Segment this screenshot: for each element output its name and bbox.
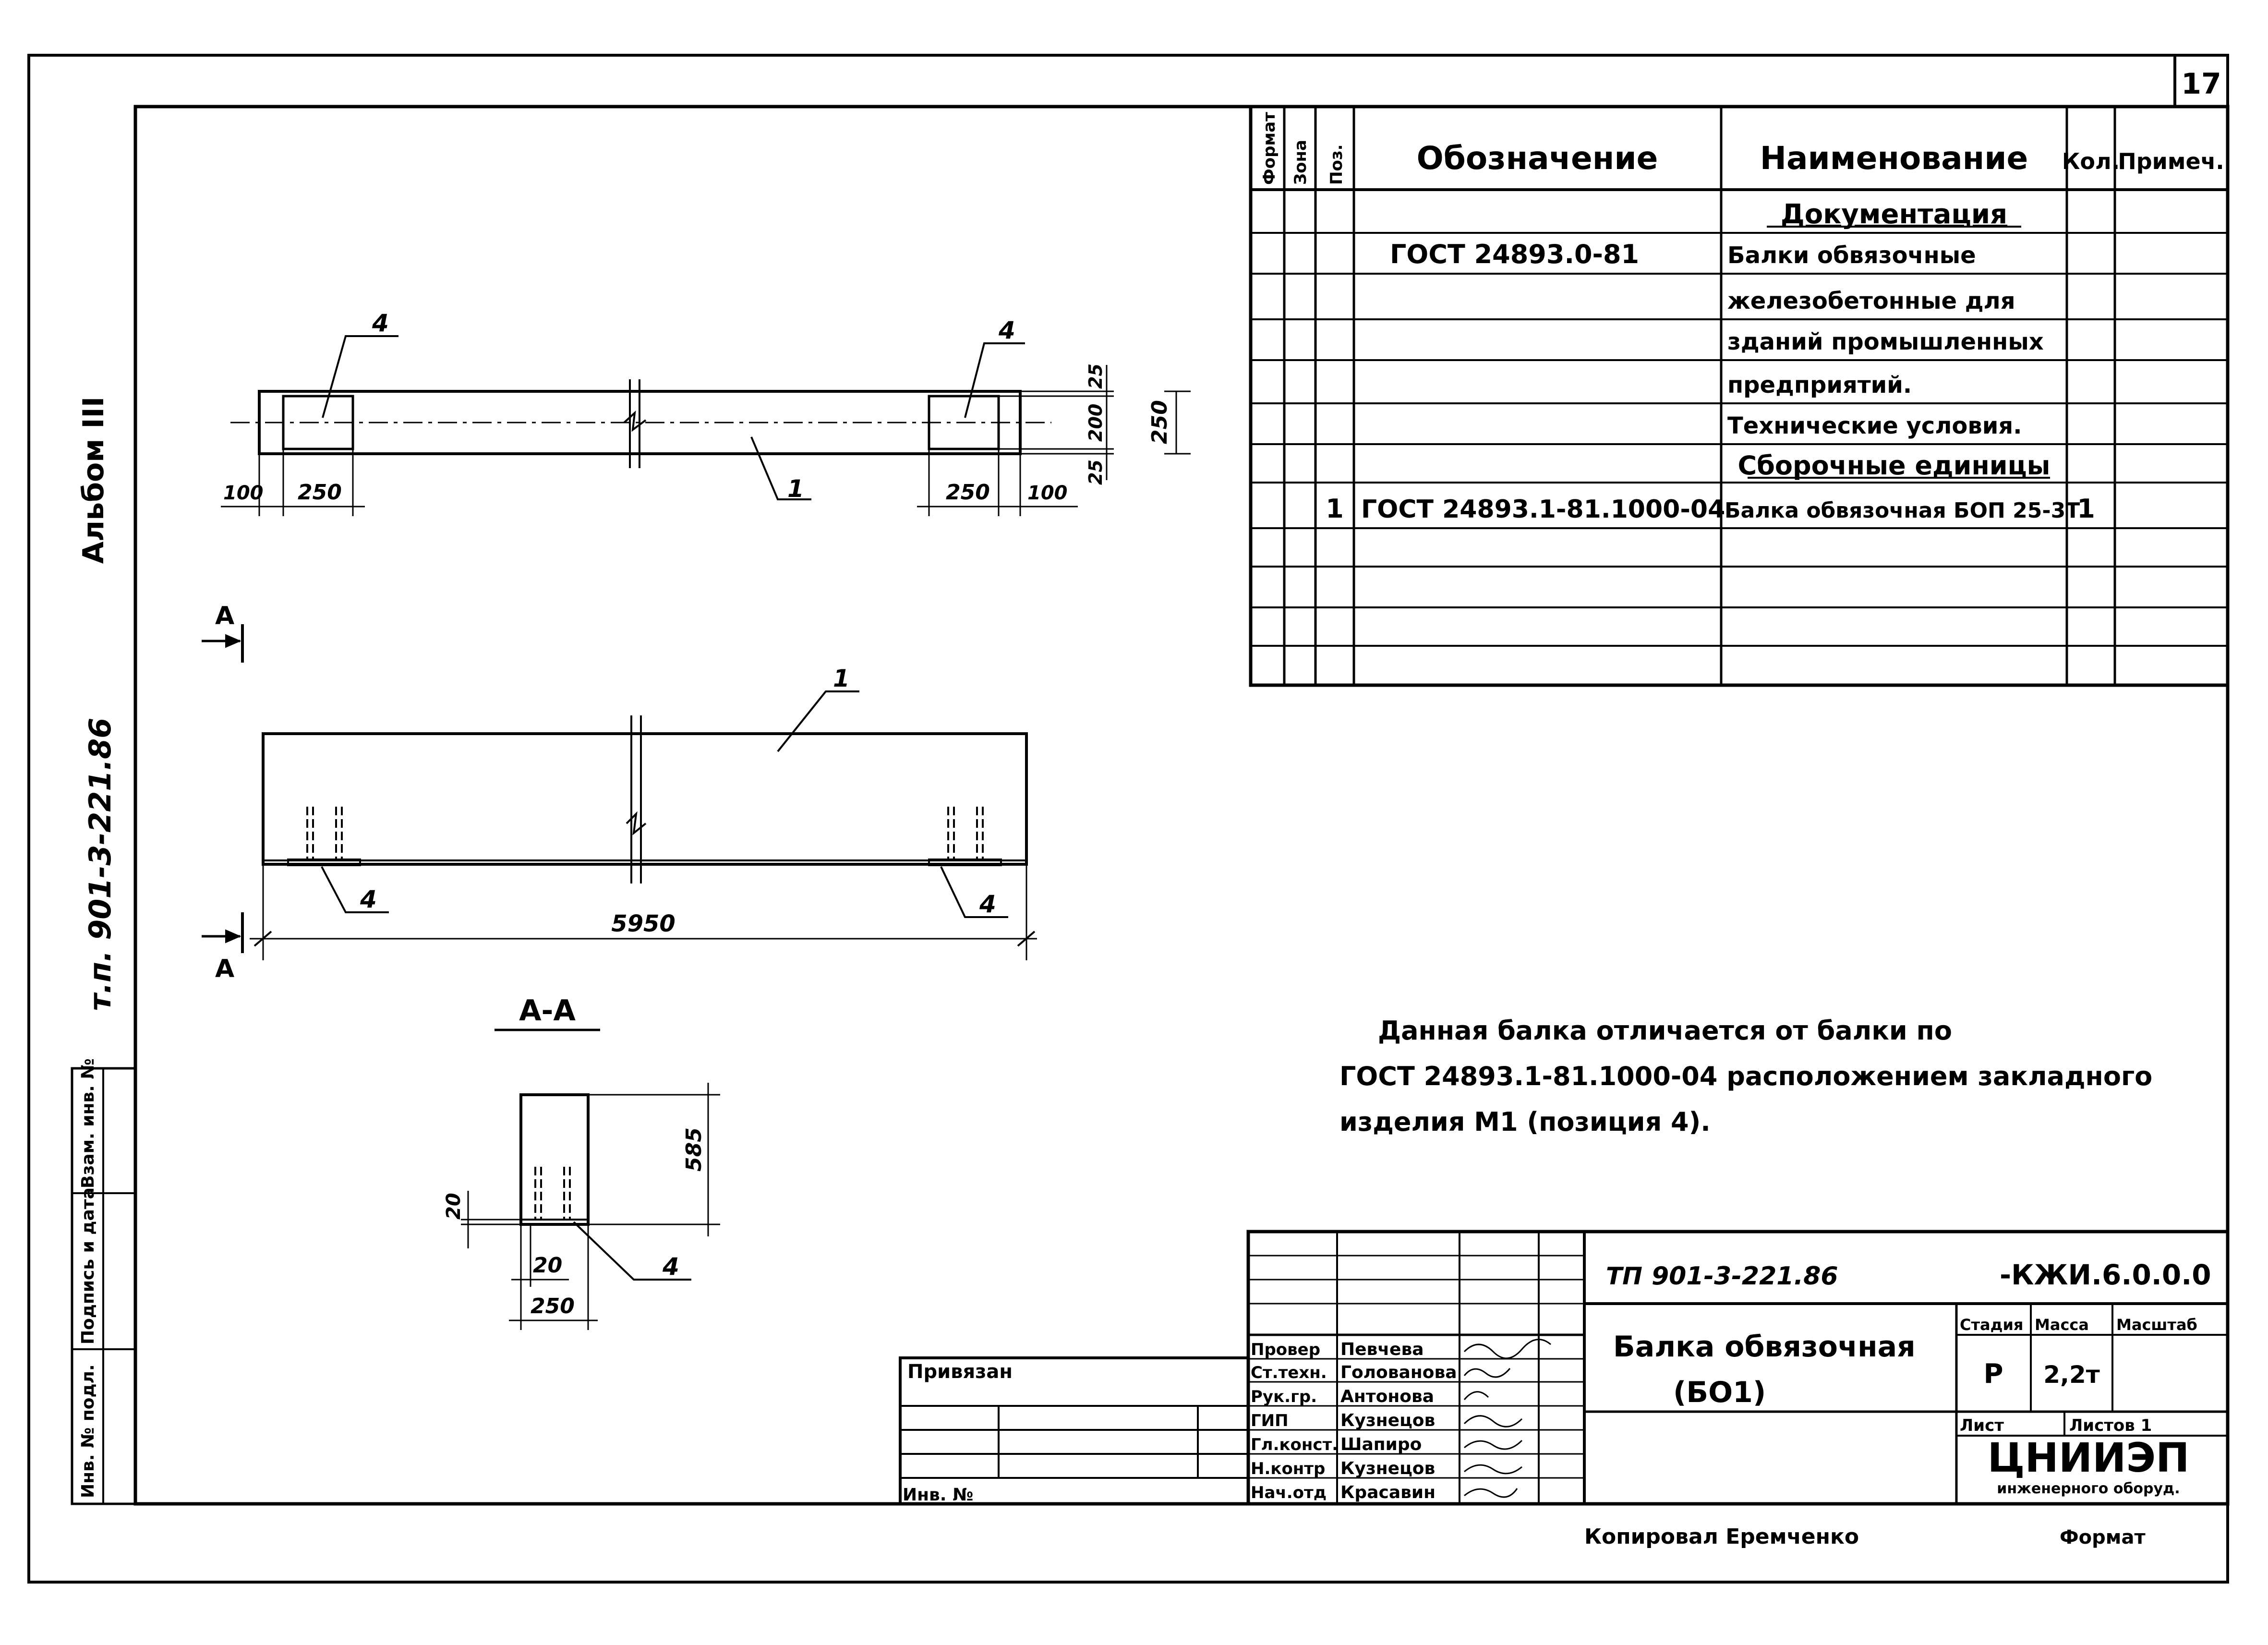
footer-format: Формат — [2060, 1526, 2146, 1548]
name-0: Певчева — [1340, 1340, 1424, 1359]
dim-length-5950: 5950 — [611, 910, 676, 937]
row-pos-1: 1 — [1326, 494, 1344, 524]
tb-inv: Инв. № — [903, 1485, 973, 1505]
tb-sheets-h: Листов 1 — [2069, 1416, 2152, 1435]
elev-pos-right: 4 — [979, 890, 996, 918]
tb-stage-h: Стадия — [1960, 1316, 2023, 1334]
hdr-note: Примеч. — [2118, 148, 2224, 174]
row-designation-gost: ГОСТ 24893.0-81 — [1390, 239, 1639, 269]
row-doc-section: Документация — [1781, 199, 2007, 230]
hdr-format: Формат — [1260, 112, 1279, 185]
tb-scale-h: Масштаб — [2116, 1316, 2197, 1334]
tb-title-1: Балка обвязочная — [1613, 1330, 1916, 1364]
name-4: Шапиро — [1340, 1435, 1422, 1454]
tb-org-sub: инженерного оборуд. — [1997, 1480, 2180, 1497]
tb-mass-h: Масса — [2035, 1316, 2089, 1334]
dim-25-bottom: 25 — [1085, 460, 1106, 485]
title-block — [899, 1230, 2230, 1506]
tb-org: ЦНИИЭП — [1988, 1434, 2190, 1481]
dim-100-left: 100 — [223, 482, 264, 504]
dim-25-top: 25 — [1085, 363, 1106, 389]
hdr-zone: Зона — [1291, 140, 1310, 185]
note-line-2: ГОСТ 24893.1-81.1000-04 расположением за… — [1339, 1061, 2152, 1091]
dim-585: 585 — [682, 1127, 706, 1172]
inner-frame — [133, 105, 2230, 1506]
row-assembly-section: Сборочные единицы — [1738, 450, 2051, 481]
elevation-view — [202, 624, 1037, 960]
project-side-label: т.п. 901-3-221.86 — [83, 718, 118, 1011]
elev-pos-beam: 1 — [833, 665, 850, 692]
role-4: Гл.конст. — [1251, 1435, 1338, 1454]
section-title: А-А — [519, 994, 576, 1028]
note-line-1: Данная балка отличается от балки по — [1378, 1016, 1952, 1046]
hdr-qty: Кол. — [2062, 148, 2120, 174]
cut-label-bottom: А — [215, 955, 234, 983]
dim-100-right: 100 — [1027, 482, 1068, 504]
tb-code-prefix: ТП — [1606, 1262, 1642, 1290]
sign-date-label: Подпись и дата — [78, 1187, 98, 1344]
name-2: Антонова — [1340, 1387, 1434, 1406]
plan-view — [221, 335, 1191, 516]
role-6: Нач.отд — [1251, 1483, 1327, 1502]
dim-250-section: 250 — [531, 1294, 575, 1318]
left-strip: Инв. № подл. Подпись и дата Взам. инв. № — [71, 1058, 137, 1505]
name-1: Голованова — [1340, 1363, 1457, 1382]
tb-sheet-h: Лист — [1960, 1416, 2004, 1435]
hdr-designation: Обозначение — [1417, 140, 1658, 177]
hdr-name: Наименование — [1760, 140, 2028, 177]
row-name-beam: Балка обвязочная БОП 25-3Т — [1725, 498, 2080, 523]
tb-privyazan: Привязан — [907, 1361, 1013, 1383]
dim-20-side: 20 — [443, 1193, 465, 1220]
footer-copied: Копировал Еремченко — [1584, 1524, 1859, 1549]
tb-code-suffix: -КЖИ.6.0.0.0 — [2000, 1258, 2211, 1291]
name-6: Красавин — [1340, 1483, 1436, 1502]
dim-250-right: 250 — [946, 480, 990, 505]
tb-stage: Р — [1983, 1358, 2003, 1390]
plan-pos-beam: 1 — [787, 475, 804, 503]
name-5: Кузнецов — [1340, 1459, 1435, 1478]
note-line-3: изделия М1 (позиция 4). — [1339, 1107, 1711, 1137]
role-3: ГИП — [1251, 1411, 1289, 1430]
plan-pos-left: 4 — [372, 309, 389, 337]
row-name-4: предприятий. — [1727, 372, 1912, 399]
row-name-5: Технические условия. — [1727, 412, 2022, 439]
section-pos: 4 — [662, 1253, 679, 1281]
cut-label-top: А — [215, 602, 234, 630]
elev-pos-left: 4 — [360, 885, 377, 913]
signatures — [1463, 1339, 1551, 1498]
section-a-a — [461, 1028, 720, 1330]
row-name-1: Балки обвязочные — [1727, 242, 1976, 269]
album-label: Альбом III — [77, 397, 110, 564]
dim-250-total: 250 — [1147, 400, 1172, 444]
hdr-pos: Поз. — [1327, 145, 1346, 185]
dim-250-left: 250 — [298, 480, 342, 505]
row-name-3: зданий промышленных — [1727, 328, 2044, 355]
inv-podl-label: Инв. № подл. — [78, 1364, 98, 1498]
tb-mass: 2,2т — [2043, 1361, 2100, 1389]
plan-pos-right: 4 — [998, 316, 1015, 344]
tb-title-2: (БО1) — [1673, 1376, 1766, 1409]
tb-code: 901-3-221.86 — [1652, 1262, 1838, 1291]
role-2: Рук.гр. — [1251, 1387, 1317, 1406]
dim-200: 200 — [1085, 404, 1106, 442]
name-3: Кузнецов — [1340, 1411, 1435, 1430]
row-qty-1: 1 — [2077, 494, 2095, 524]
spec-table — [1249, 105, 2230, 687]
sheet-number: 17 — [2181, 67, 2221, 101]
row-name-2: железобетонные для — [1727, 288, 2015, 314]
role-1: Ст.техн. — [1251, 1363, 1327, 1382]
role-5: Н.контр — [1251, 1459, 1325, 1478]
vzam-inv-label: Взам. инв. № — [78, 1058, 98, 1188]
role-0: Провер — [1251, 1340, 1320, 1359]
row-designation-2: ГОСТ 24893.1-81.1000-04 — [1361, 495, 1725, 524]
dim-20: 20 — [533, 1253, 562, 1278]
